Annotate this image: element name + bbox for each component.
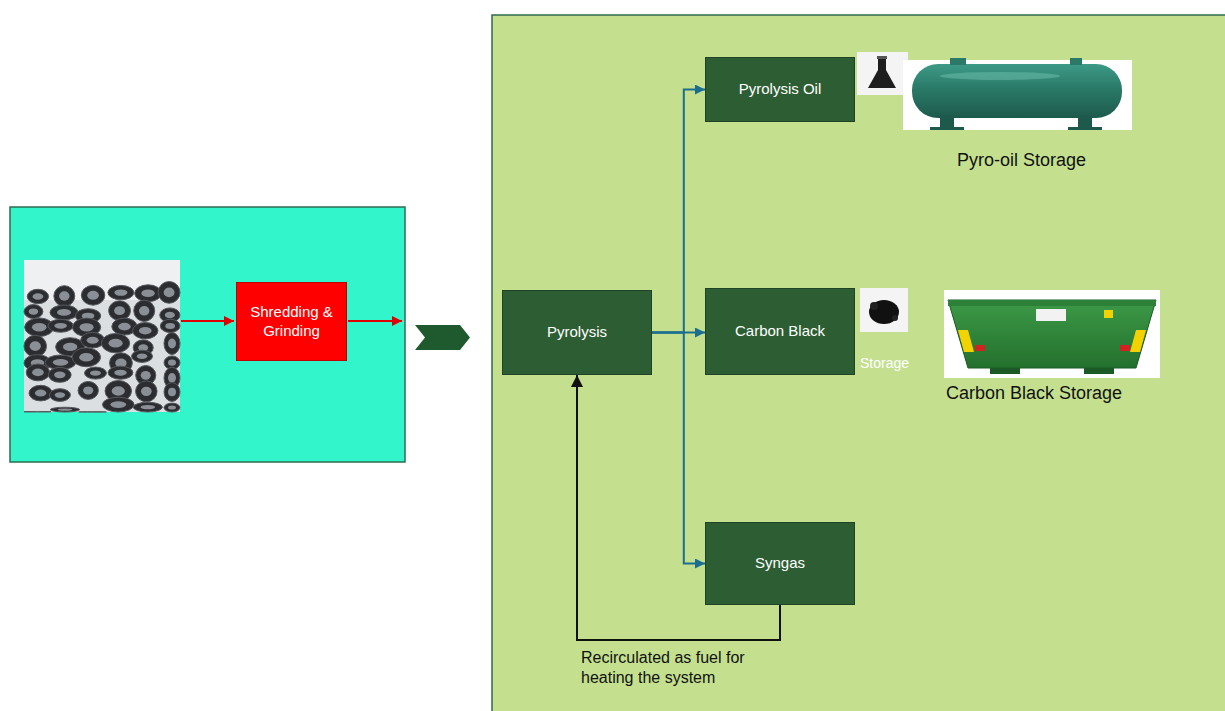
node-label: Shredding & Grinding — [245, 303, 338, 341]
tyre — [49, 389, 70, 402]
tyre — [81, 285, 104, 305]
picture-caption: Pyro-oil Storage — [957, 150, 1086, 171]
node-label: Carbon Black — [735, 322, 825, 341]
tyre — [29, 385, 52, 401]
node-label: Pyrolysis — [547, 323, 607, 342]
tyre — [48, 367, 71, 382]
tyre — [50, 305, 78, 320]
tyre — [133, 323, 158, 339]
tyre — [160, 319, 180, 332]
tyre — [24, 305, 43, 319]
tyre — [164, 383, 180, 402]
input-panel — [10, 207, 405, 462]
flask-icon — [857, 52, 908, 95]
tyre — [81, 332, 105, 348]
tyre — [101, 333, 129, 352]
tyre — [102, 397, 134, 412]
red-arrow — [181, 320, 234, 322]
tyre — [24, 335, 46, 357]
tyre — [135, 285, 162, 302]
tyre — [108, 366, 133, 379]
process-panel — [492, 15, 1225, 711]
red-arrow — [348, 320, 402, 322]
tyre — [48, 319, 73, 332]
picture-caption: Storage — [860, 355, 909, 371]
product-box: Syngas — [705, 522, 855, 605]
node-label: Pyrolysis Oil — [739, 80, 822, 99]
tyre — [78, 381, 98, 399]
powder-icon — [860, 288, 908, 332]
tyre — [158, 282, 180, 304]
process-box: Shredding & Grinding — [236, 282, 347, 361]
connector-label: Recirculated as fuel for heating the sys… — [579, 648, 788, 688]
tyre — [133, 402, 162, 412]
product-box: Pyrolysis Oil — [705, 57, 855, 122]
tyre — [134, 300, 155, 321]
tyre — [164, 333, 180, 355]
flow-arrow — [652, 333, 705, 564]
tyre — [24, 411, 51, 413]
chevron-arrow — [415, 325, 470, 350]
tyre-pile-picture — [24, 260, 180, 412]
oil-tank-picture — [903, 58, 1132, 130]
skip-container-picture — [944, 290, 1160, 378]
tyre — [27, 289, 48, 303]
tyre — [26, 364, 49, 381]
process-box: Pyrolysis — [502, 290, 652, 375]
tyre — [164, 403, 180, 412]
tyre — [84, 367, 106, 379]
tyre — [108, 285, 134, 299]
tyre — [109, 301, 131, 321]
picture-caption: Carbon Black Storage — [946, 383, 1122, 404]
tyre — [54, 286, 75, 307]
flow-arrow — [652, 90, 705, 333]
node-label: Syngas — [755, 554, 805, 573]
tyre — [79, 411, 107, 412]
tyre — [72, 348, 100, 367]
tyre — [132, 350, 153, 362]
tyre — [50, 407, 79, 412]
product-box: Carbon Black — [705, 288, 855, 375]
tyre — [136, 381, 157, 402]
